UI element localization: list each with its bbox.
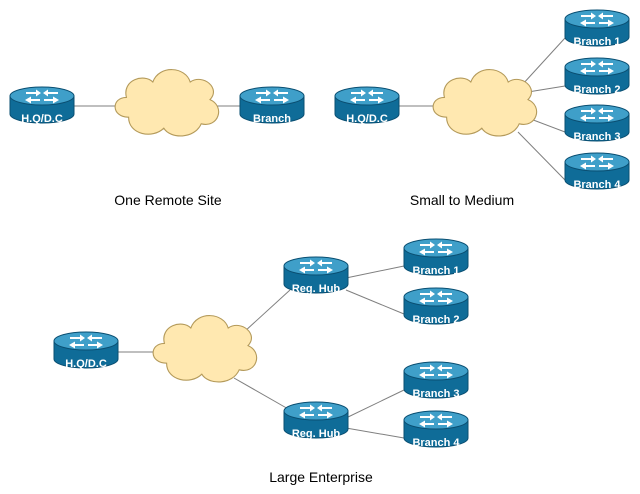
links-small-to-medium [398, 37, 566, 181]
caption-small-to-medium: Small to Medium [410, 192, 514, 208]
link [521, 37, 566, 86]
router-hq-one-remote: H.Q/D.C [9, 86, 75, 125]
caption-large-enterprise: Large Enterprise [269, 469, 373, 485]
router-icon [239, 86, 305, 124]
router-label: Branch 4 [412, 437, 460, 449]
router-branch-4-small-medium: Branch 4 [564, 152, 630, 191]
cloud-icon [152, 315, 258, 383]
router-icon [403, 361, 469, 399]
router-label: Reg. Hub [292, 428, 341, 440]
router-branch-3-large-enterprise: Branch 3 [403, 361, 469, 400]
link [517, 131, 566, 181]
router-icon [403, 287, 469, 325]
router-reg-hub-1: Reg. Hub [283, 256, 349, 295]
router-hq-small-medium: H.Q/D.C [334, 86, 400, 125]
router-icon [564, 152, 630, 190]
link [345, 389, 405, 419]
router-label: H.Q/D.C [346, 113, 388, 125]
link [233, 377, 291, 411]
router-branch-1-large-enterprise: Branch 1 [403, 238, 469, 277]
router-branch-2-large-enterprise: Branch 2 [403, 287, 469, 326]
router-icon [53, 331, 119, 369]
router-icon [403, 410, 469, 448]
caption-one-remote-site: One Remote Site [114, 192, 222, 208]
router-label: Branch 3 [412, 388, 459, 400]
router-label: Branch 4 [573, 179, 621, 191]
link [527, 117, 566, 133]
router-label: Branch 2 [573, 84, 620, 96]
router-label: Branch [253, 113, 291, 125]
router-icon [403, 238, 469, 276]
cloud-icon [432, 69, 538, 137]
router-label: Branch 3 [573, 131, 620, 143]
router-label: H.Q/D.C [65, 358, 107, 370]
router-branch-one-remote: Branch [239, 86, 305, 125]
router-branch-4-large-enterprise: Branch 4 [403, 410, 469, 449]
router-hq-large-enterprise: H.Q/D.C [53, 331, 119, 370]
router-icon [283, 401, 349, 439]
link [527, 85, 566, 93]
router-icon [283, 256, 349, 294]
router-label: Branch 1 [412, 265, 459, 277]
router-icon [9, 86, 75, 124]
router-branch-1-small-medium: Branch 1 [564, 9, 630, 48]
router-icon [564, 104, 630, 142]
router-icon [564, 57, 630, 95]
router-branch-3-small-medium: Branch 3 [564, 104, 630, 143]
router-branch-2-small-medium: Branch 2 [564, 57, 630, 96]
link [243, 289, 291, 333]
router-label: H.Q/D.C [21, 113, 63, 125]
router-icon [334, 86, 400, 124]
router-label: Branch 2 [412, 314, 459, 326]
links-large-enterprise [118, 265, 405, 439]
link [345, 289, 405, 315]
router-icon [564, 9, 630, 47]
router-label: Branch 1 [573, 36, 620, 48]
link [345, 265, 405, 279]
router-label: Reg. Hub [292, 283, 341, 295]
router-reg-hub-2: Reg. Hub [283, 401, 349, 440]
link [345, 427, 405, 439]
cloud-icon [114, 69, 220, 137]
